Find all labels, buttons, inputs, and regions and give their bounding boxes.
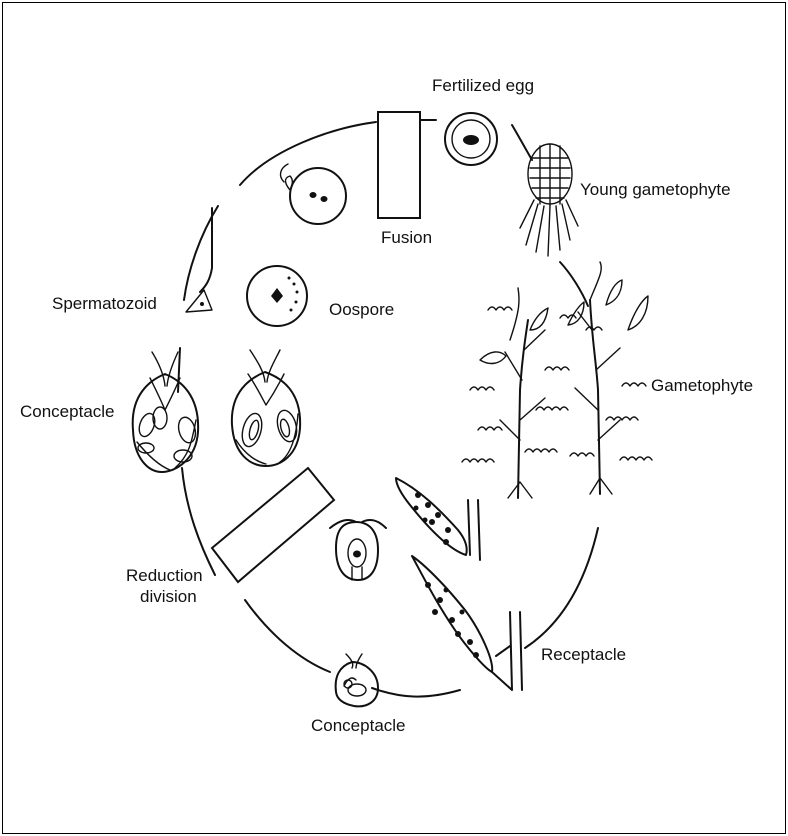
- young-gametophyte-icon: [520, 144, 578, 256]
- fertilized-egg-icon: [445, 113, 497, 165]
- oogonium-icon: [281, 164, 346, 224]
- label-gametophyte: Gametophyte: [651, 376, 753, 396]
- label-conceptacle-left: Conceptacle: [20, 402, 115, 422]
- label-fusion: Fusion: [381, 228, 432, 248]
- label-reduction-division-line2: division: [140, 587, 197, 607]
- conceptacle-bottom-icon: [336, 654, 378, 706]
- label-spermatozoid: Spermatozoid: [52, 294, 157, 314]
- label-fertilized-egg: Fertilized egg: [432, 76, 534, 96]
- conceptacle-left-icon: [133, 352, 198, 472]
- label-oospore: Oospore: [329, 300, 394, 320]
- conceptacle-right-icon: [232, 350, 300, 466]
- oogonium-conceptacle-icon: [330, 520, 386, 580]
- label-young-gametophyte: Young gametophyte: [580, 180, 731, 200]
- gametophyte-icon: [462, 262, 652, 498]
- label-receptacle: Receptacle: [541, 645, 626, 665]
- oospore-icon: [247, 266, 307, 326]
- fusion-bar: [378, 112, 420, 218]
- label-reduction-division-line1: Reduction: [126, 566, 203, 586]
- label-conceptacle-bottom: Conceptacle: [311, 716, 406, 736]
- receptacle-icon: [396, 478, 522, 690]
- reduction-division-bar: [212, 468, 334, 582]
